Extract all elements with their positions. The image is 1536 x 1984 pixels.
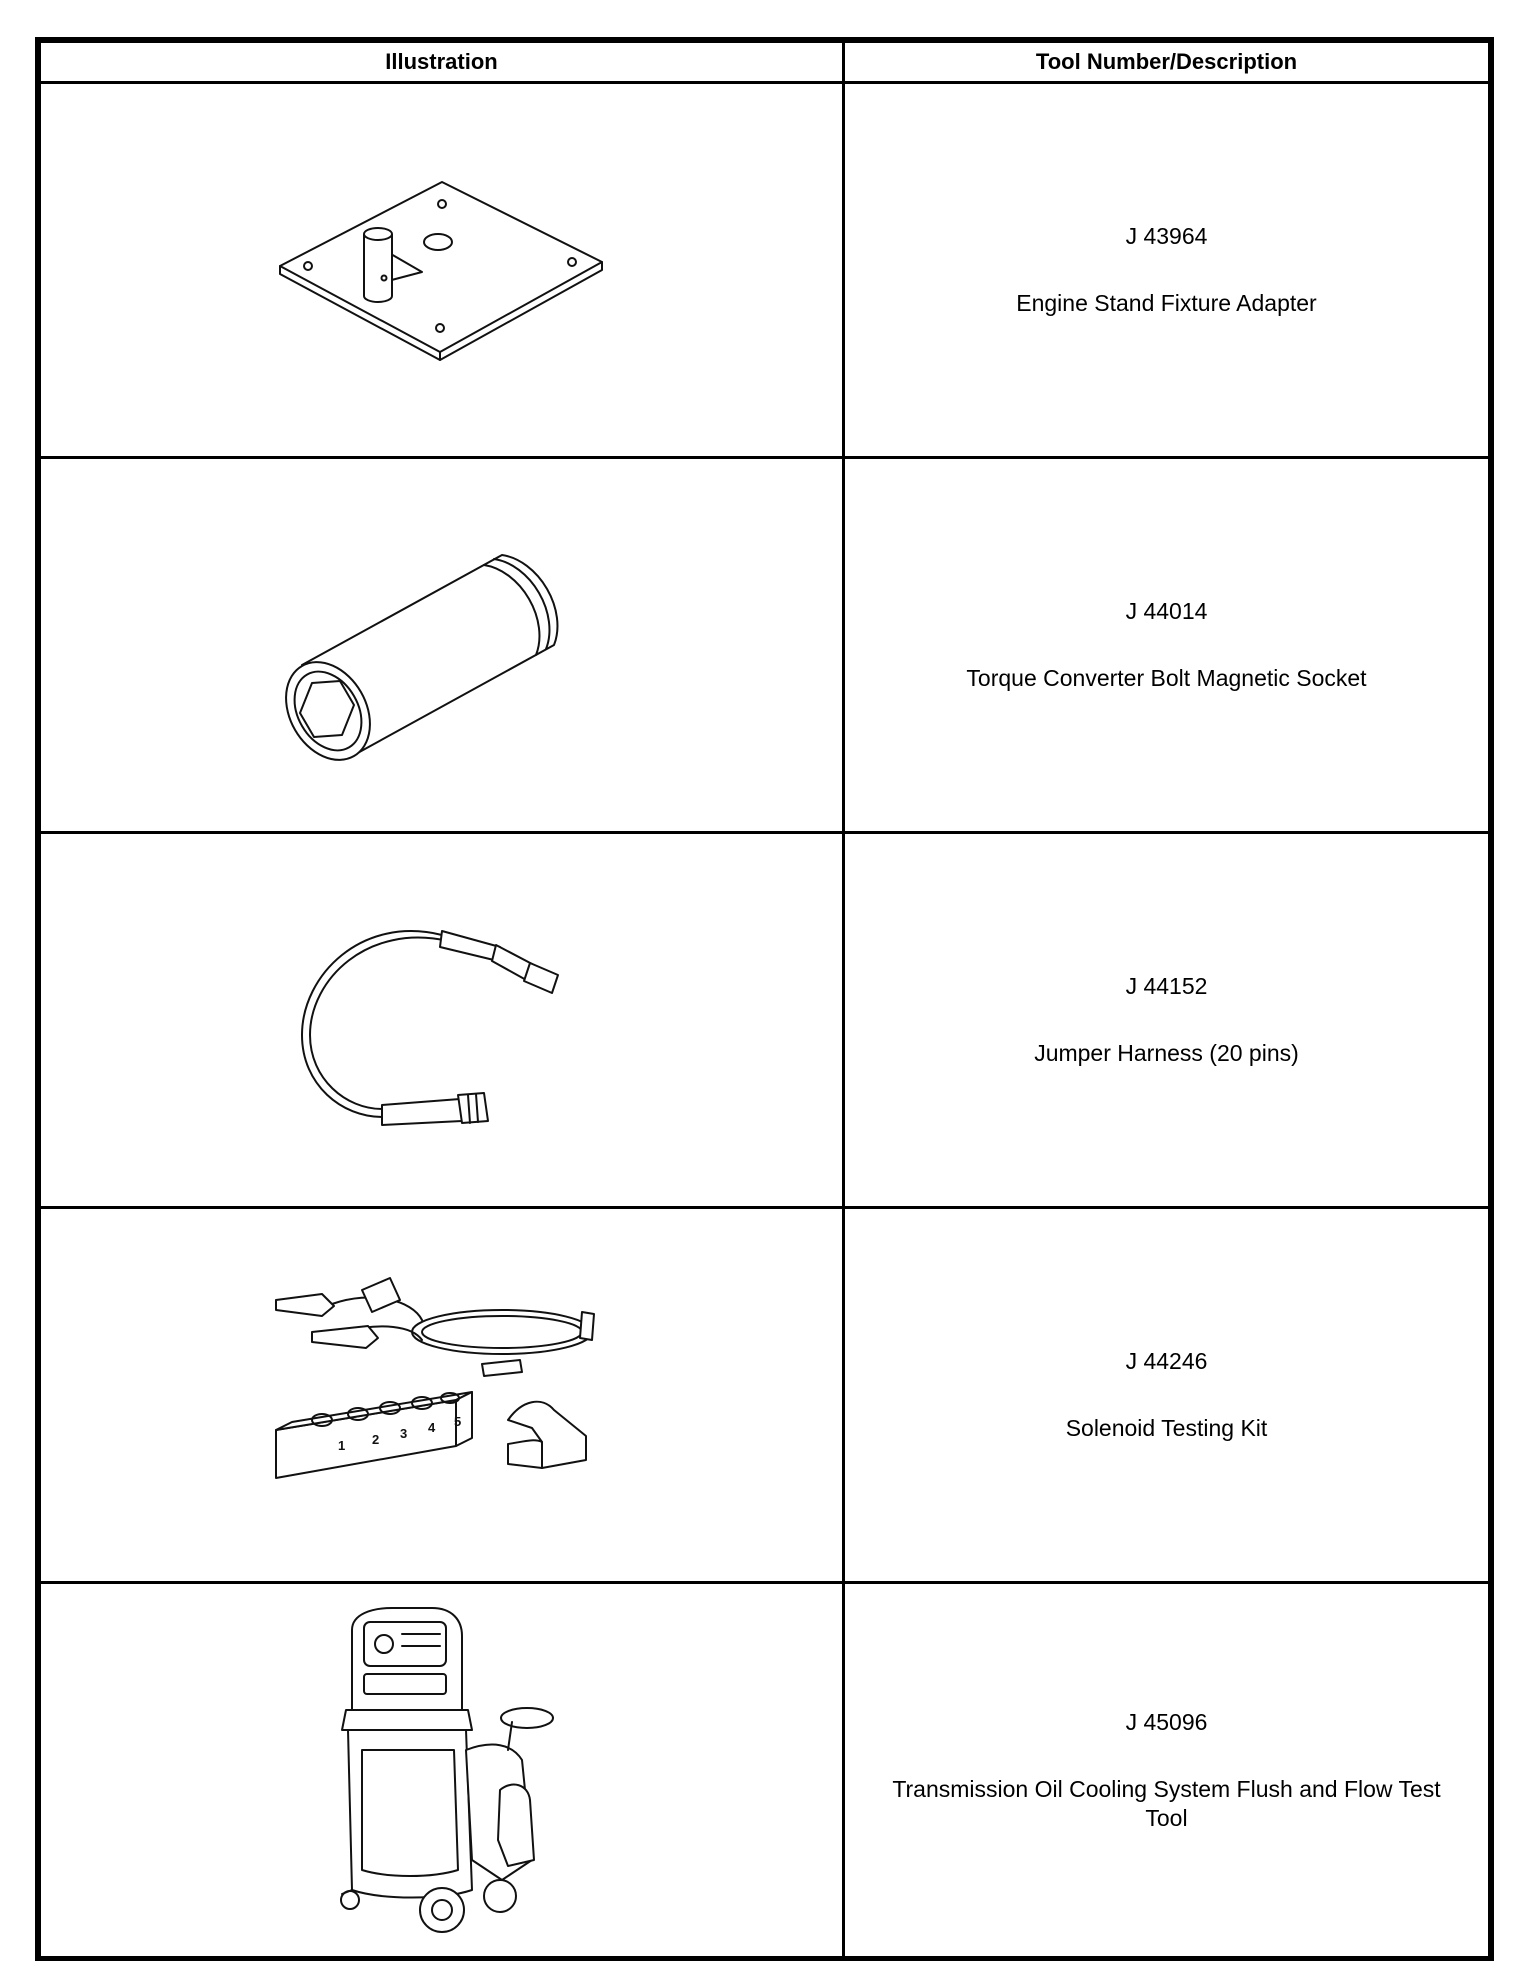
block-label: 3	[400, 1426, 407, 1441]
solenoid-testing-kit-icon: 1 2 3 4 5	[274, 1277, 595, 1479]
magnetic-socket-icon	[284, 554, 558, 761]
header-row: Illustration Tool Number/Description	[38, 40, 1491, 84]
tool-number: J 44152	[1125, 973, 1208, 999]
tool-description-cell: J 45096 Transmission Oil Cooling System …	[842, 1581, 1491, 1959]
illustration-cell	[38, 1581, 845, 1959]
tool-number: J 45096	[1125, 1708, 1208, 1735]
table-row: J 45096 Transmission Oil Cooling System …	[38, 1581, 1491, 1959]
header-tool-number-description: Tool Number/Description	[842, 40, 1491, 84]
block-label: 4	[428, 1420, 436, 1435]
table-row: J 43964 Engine Stand Fixture Adapter	[38, 81, 1491, 459]
block-label: 1	[338, 1438, 345, 1453]
illustration-cell	[38, 456, 845, 834]
tool-number: J 44246	[1125, 1348, 1208, 1374]
tool-number: J 43964	[1125, 223, 1208, 249]
table-row: J 44152 Jumper Harness (20 pins)	[38, 831, 1491, 1209]
tool-description-cell: J 44246 Solenoid Testing Kit	[842, 1206, 1491, 1584]
illustration-cell	[38, 831, 845, 1209]
table-row: J 44014 Torque Converter Bolt Magnetic S…	[38, 456, 1491, 834]
tool-description-cell: J 44152 Jumper Harness (20 pins)	[842, 831, 1491, 1209]
illustration-cell	[38, 81, 845, 459]
tool-description: Solenoid Testing Kit	[1065, 1415, 1268, 1441]
table-row: 1 2 3 4 5 J 44246 Solenoid Testing Kit	[38, 1206, 1491, 1584]
tool-description-cell: J 44014 Torque Converter Bolt Magnetic S…	[842, 456, 1491, 834]
tool-number: J 44014	[1125, 598, 1208, 624]
engine-stand-fixture-adapter-icon	[278, 181, 603, 361]
tool-description: Torque Converter Bolt Magnetic Socket	[966, 665, 1367, 691]
illustration-cell: 1 2 3 4 5	[38, 1206, 845, 1584]
tool-description-cell: J 43964 Engine Stand Fixture Adapter	[842, 81, 1491, 459]
tool-description: Engine Stand Fixture Adapter	[1016, 290, 1317, 316]
block-label: 2	[372, 1432, 379, 1447]
block-label: 5	[454, 1414, 461, 1429]
tool-description: Jumper Harness (20 pins)	[1034, 1040, 1299, 1066]
special-tools-table: Illustration Tool Number/Description	[35, 37, 1494, 1961]
flush-flow-test-tool-icon	[339, 1607, 554, 1933]
tool-description: Transmission Oil Cooling System Flush an…	[892, 1775, 1441, 1831]
header-illustration: Illustration	[38, 40, 845, 84]
jumper-harness-icon	[300, 930, 559, 1126]
